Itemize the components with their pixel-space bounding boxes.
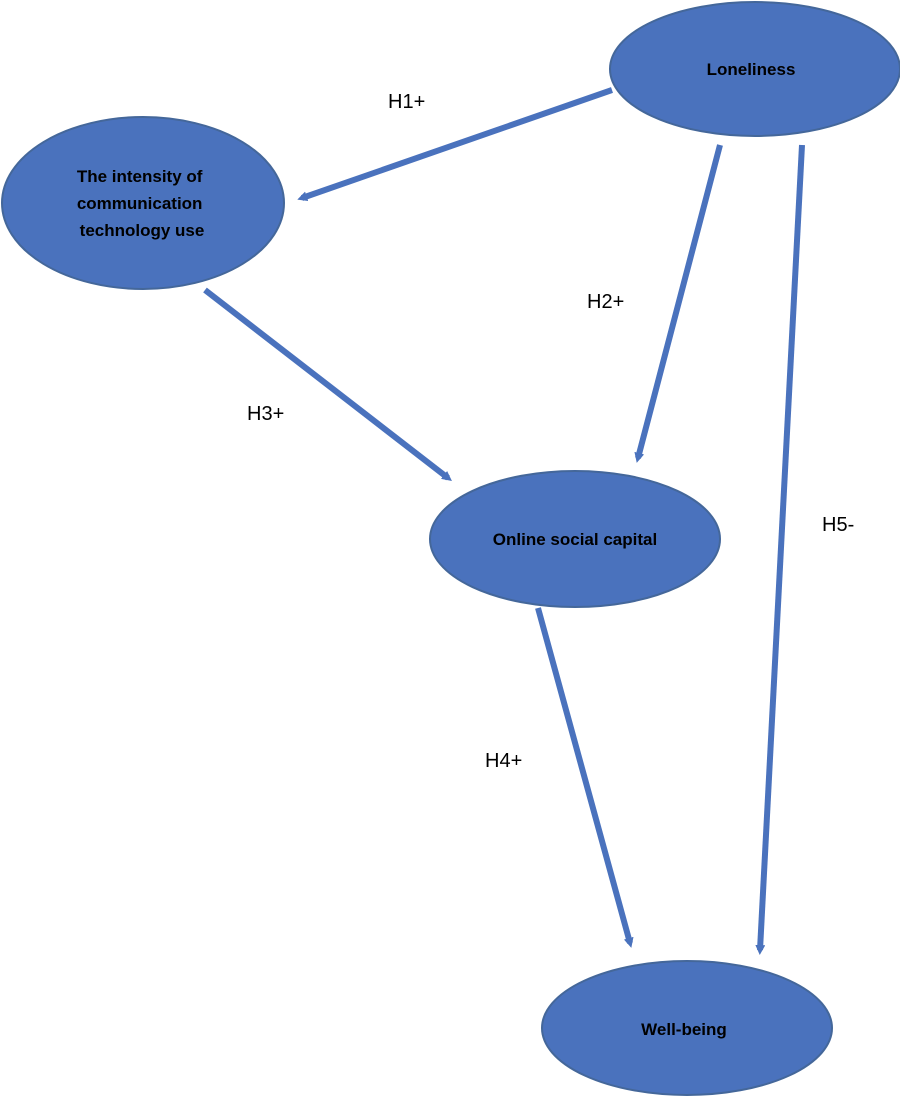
edge-h1-label: H1+ <box>388 91 425 113</box>
edge-h4-arrow <box>535 607 634 948</box>
edge-h3-arrow <box>203 287 452 482</box>
edge-h3-label: H3+ <box>247 403 284 425</box>
edge-h2-label: H2+ <box>587 291 624 313</box>
node-loneliness-label: Loneliness <box>707 60 796 79</box>
node-well-being-shape <box>541 960 833 1096</box>
node-well-being: Well-being <box>541 960 833 1096</box>
node-online-social-capital-shape <box>429 470 721 608</box>
node-loneliness-shape <box>609 1 900 137</box>
edge-h4-label: H4+ <box>485 750 522 772</box>
node-online-social-capital: Online social capital <box>429 470 721 608</box>
edge-h5-arrow <box>755 144 805 955</box>
edge-h5-label: H5- <box>822 514 854 536</box>
edge-h2-arrow <box>634 144 723 463</box>
node-loneliness: Loneliness <box>609 1 900 137</box>
node-communication-intensity: The intensity of communication technolog… <box>1 116 285 290</box>
node-communication-intensity-shape <box>1 116 285 290</box>
node-communication-intensity-label: The intensity of communication technolog… <box>77 167 207 240</box>
edge-h1-arrow <box>297 87 613 202</box>
node-well-being-label: Well-being <box>641 1020 727 1039</box>
node-online-social-capital-label: Online social capital <box>493 530 657 549</box>
